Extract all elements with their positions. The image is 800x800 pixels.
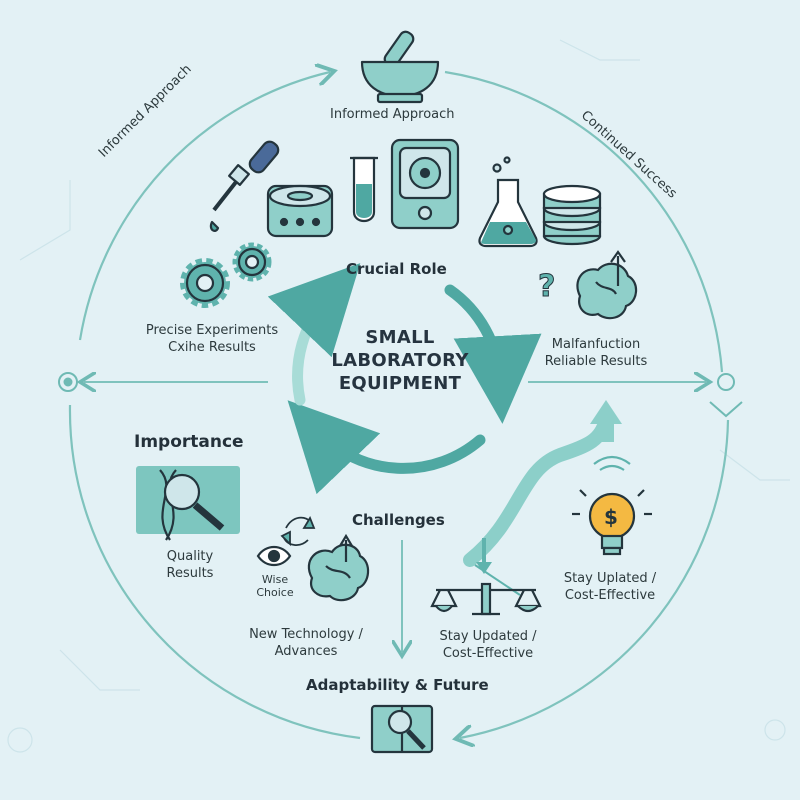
test-tube-icon	[350, 156, 378, 223]
recycle-icon	[280, 515, 316, 547]
node-stay-updated-right-line1: Stay Uplated /	[563, 571, 657, 586]
growth-arrow	[463, 400, 622, 574]
node-quality-results-line1: Quality	[166, 549, 214, 564]
arc-bottom-right	[460, 419, 730, 738]
dropper-icon	[209, 140, 280, 232]
node-wise-choice: Wise Choice	[250, 573, 300, 599]
heading-challenges: Challenges	[352, 511, 445, 529]
node-wise-choice-line2: Choice	[256, 586, 294, 599]
node-reliable-results: Malfanfuction Reliable Results	[526, 336, 666, 370]
target-icon	[58, 372, 78, 392]
ring-label-crucial-role: Crucial Role	[346, 260, 447, 278]
heading-importance: Importance	[134, 432, 244, 452]
right-node-icon	[709, 373, 743, 418]
node-stay-updated-mid-line2: Cost-Effective	[442, 646, 534, 661]
lightbulb-dollar-icon: $	[572, 455, 652, 556]
center-title-line2: LABORATORY	[331, 350, 469, 371]
mortar-pestle-icon	[360, 30, 440, 104]
node-precise-experiments-line1: Precise Experiments	[145, 323, 279, 338]
eye-icon	[256, 545, 292, 567]
question-brain-icon: ?	[538, 250, 638, 320]
book-magnifier-icon	[370, 704, 434, 754]
chevron-down-icon	[709, 401, 743, 418]
center-title-line3: EQUIPMENT	[338, 373, 462, 394]
svg-text:?: ?	[538, 269, 555, 304]
background-circuit-lines	[7, 39, 790, 753]
node-new-technology: New Technology / Advances	[236, 626, 376, 660]
balance-scale-icon	[430, 582, 542, 616]
node-quality-results-line2: Results	[166, 566, 214, 581]
node-precise-experiments: Precise Experiments Cxihe Results	[142, 322, 282, 356]
outer-cycle-arcs	[68, 70, 730, 740]
brain-growth-icon	[307, 533, 370, 602]
gears-icon	[180, 242, 272, 308]
petri-stack-icon	[542, 184, 602, 246]
heading-adaptability-future: Adaptability & Future	[306, 676, 489, 694]
arc-bottom-left	[68, 404, 361, 740]
node-stay-updated-mid: Stay Updated / Cost-Effective	[428, 628, 548, 662]
node-wise-choice-line1: Wise	[261, 573, 289, 586]
center-cycle-ring	[267, 263, 542, 495]
arc-top-right	[444, 70, 724, 373]
center-title: SMALL LABORATORY EQUIPMENT	[310, 326, 490, 395]
node-new-technology-line2: Advances	[274, 644, 338, 659]
dna-magnifier-icon	[136, 466, 240, 541]
centrifuge-icon	[266, 184, 334, 238]
node-new-technology-line1: New Technology /	[249, 627, 363, 642]
node-precise-experiments-line2: Cxihe Results	[168, 340, 256, 355]
top-label-informed-approach: Informed Approach	[330, 107, 455, 122]
node-reliable-results-line1: Malfanfuction	[551, 337, 641, 352]
node-stay-updated-mid-line1: Stay Updated /	[439, 629, 537, 644]
arc-top-left	[78, 72, 330, 341]
flask-icon	[478, 156, 538, 248]
node-reliable-results-line2: Reliable Results	[544, 354, 648, 369]
node-stay-updated-right-line2: Cost-Effective	[564, 588, 656, 603]
node-stay-updated-right: Stay Uplated / Cost-Effective	[550, 570, 670, 604]
horizontal-connectors	[84, 382, 706, 652]
center-title-line1: SMALL	[365, 327, 435, 348]
node-quality-results: Quality Results	[150, 548, 230, 582]
svg-text:$: $	[604, 505, 618, 529]
incubator-icon	[390, 138, 460, 230]
